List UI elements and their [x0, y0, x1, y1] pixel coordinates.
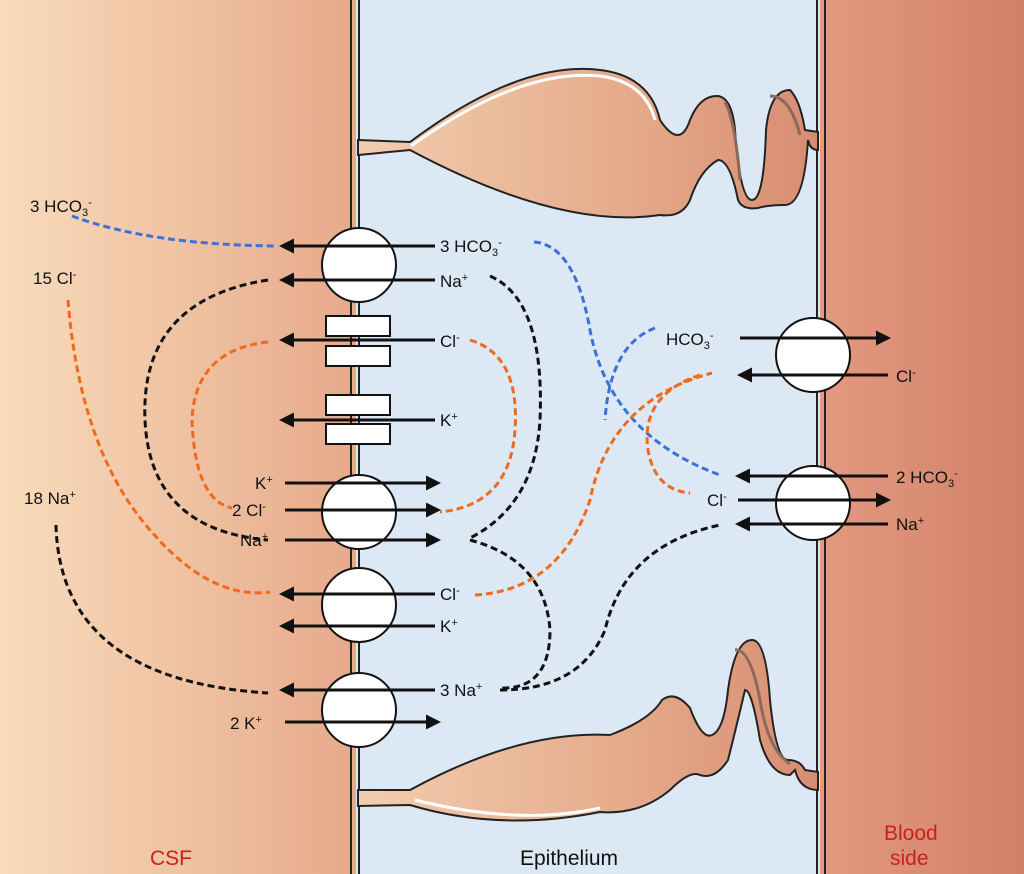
- label-basolateral-cl-in: Cl-: [707, 491, 727, 510]
- label-kcc-k: K+: [440, 617, 458, 636]
- anion-exchanger-transporter: [321, 227, 397, 303]
- path-hco3-basolateral: [603, 326, 656, 421]
- path-hco3-csf: [71, 214, 279, 248]
- path-cl-basolateral-kcc: [474, 371, 713, 597]
- basolateral-ae2-exchanger: [775, 317, 851, 393]
- label-nkcc-na: Na+: [240, 531, 268, 550]
- path-cl-csf-kcc: [66, 299, 271, 595]
- label-ae-na: Na+: [440, 272, 468, 291]
- intercellular-space-top: [357, 67, 819, 219]
- label-basolateral-2hco3: 2 HCO3-: [896, 468, 958, 490]
- path-na-csf-pump: [54, 524, 269, 695]
- channel-cl: [325, 315, 391, 367]
- label-kcc-cl: Cl-: [440, 585, 460, 604]
- blood-background: [818, 0, 1024, 874]
- region-label-blood: Blood: [884, 822, 938, 845]
- kcc-transporter: [321, 567, 397, 643]
- label-channel-cl: Cl-: [440, 332, 460, 351]
- label-pump-na: 3 Na+: [440, 681, 482, 700]
- label-csf-cl: 15 Cl-: [33, 269, 77, 288]
- region-label-csf: CSF: [150, 847, 192, 870]
- label-csf-hco3: 3 HCO3-: [30, 197, 92, 219]
- csf-background: [0, 0, 358, 874]
- label-nkcc-k: K+: [255, 474, 273, 493]
- basolateral-ncbe-transporter: [775, 465, 851, 541]
- nkcc1-transporter: [321, 474, 397, 550]
- path-cl-basolateral-loop: [645, 373, 701, 495]
- label-csf-na: 18 Na+: [24, 489, 76, 508]
- intercellular-space-bottom: [357, 638, 819, 822]
- label-nkcc-cl: 2 Cl-: [232, 501, 266, 520]
- path-na-basolateral: [499, 523, 721, 692]
- label-channel-k: K+: [440, 411, 458, 430]
- label-basolateral-hco3: HCO3-: [666, 330, 714, 352]
- channel-k: [325, 394, 391, 445]
- label-basolateral-na: Na+: [896, 515, 924, 534]
- path-na-cell-ae: [469, 274, 542, 540]
- region-label-epithelium: Epithelium: [520, 847, 618, 870]
- label-pump-k: 2 K+: [230, 714, 262, 733]
- na-k-atpase-pump: [321, 672, 397, 748]
- label-ae-hco3: 3 HCO3-: [440, 237, 502, 259]
- region-label-side: side: [890, 847, 929, 870]
- path-na-ae-loop: [143, 278, 269, 542]
- path-hco3-cell-to-exchanger: [533, 240, 721, 477]
- path-cl-channel-loop: [190, 340, 269, 510]
- label-basolateral-cl-out: Cl-: [896, 367, 916, 386]
- path-na-cell-pump: [469, 538, 552, 690]
